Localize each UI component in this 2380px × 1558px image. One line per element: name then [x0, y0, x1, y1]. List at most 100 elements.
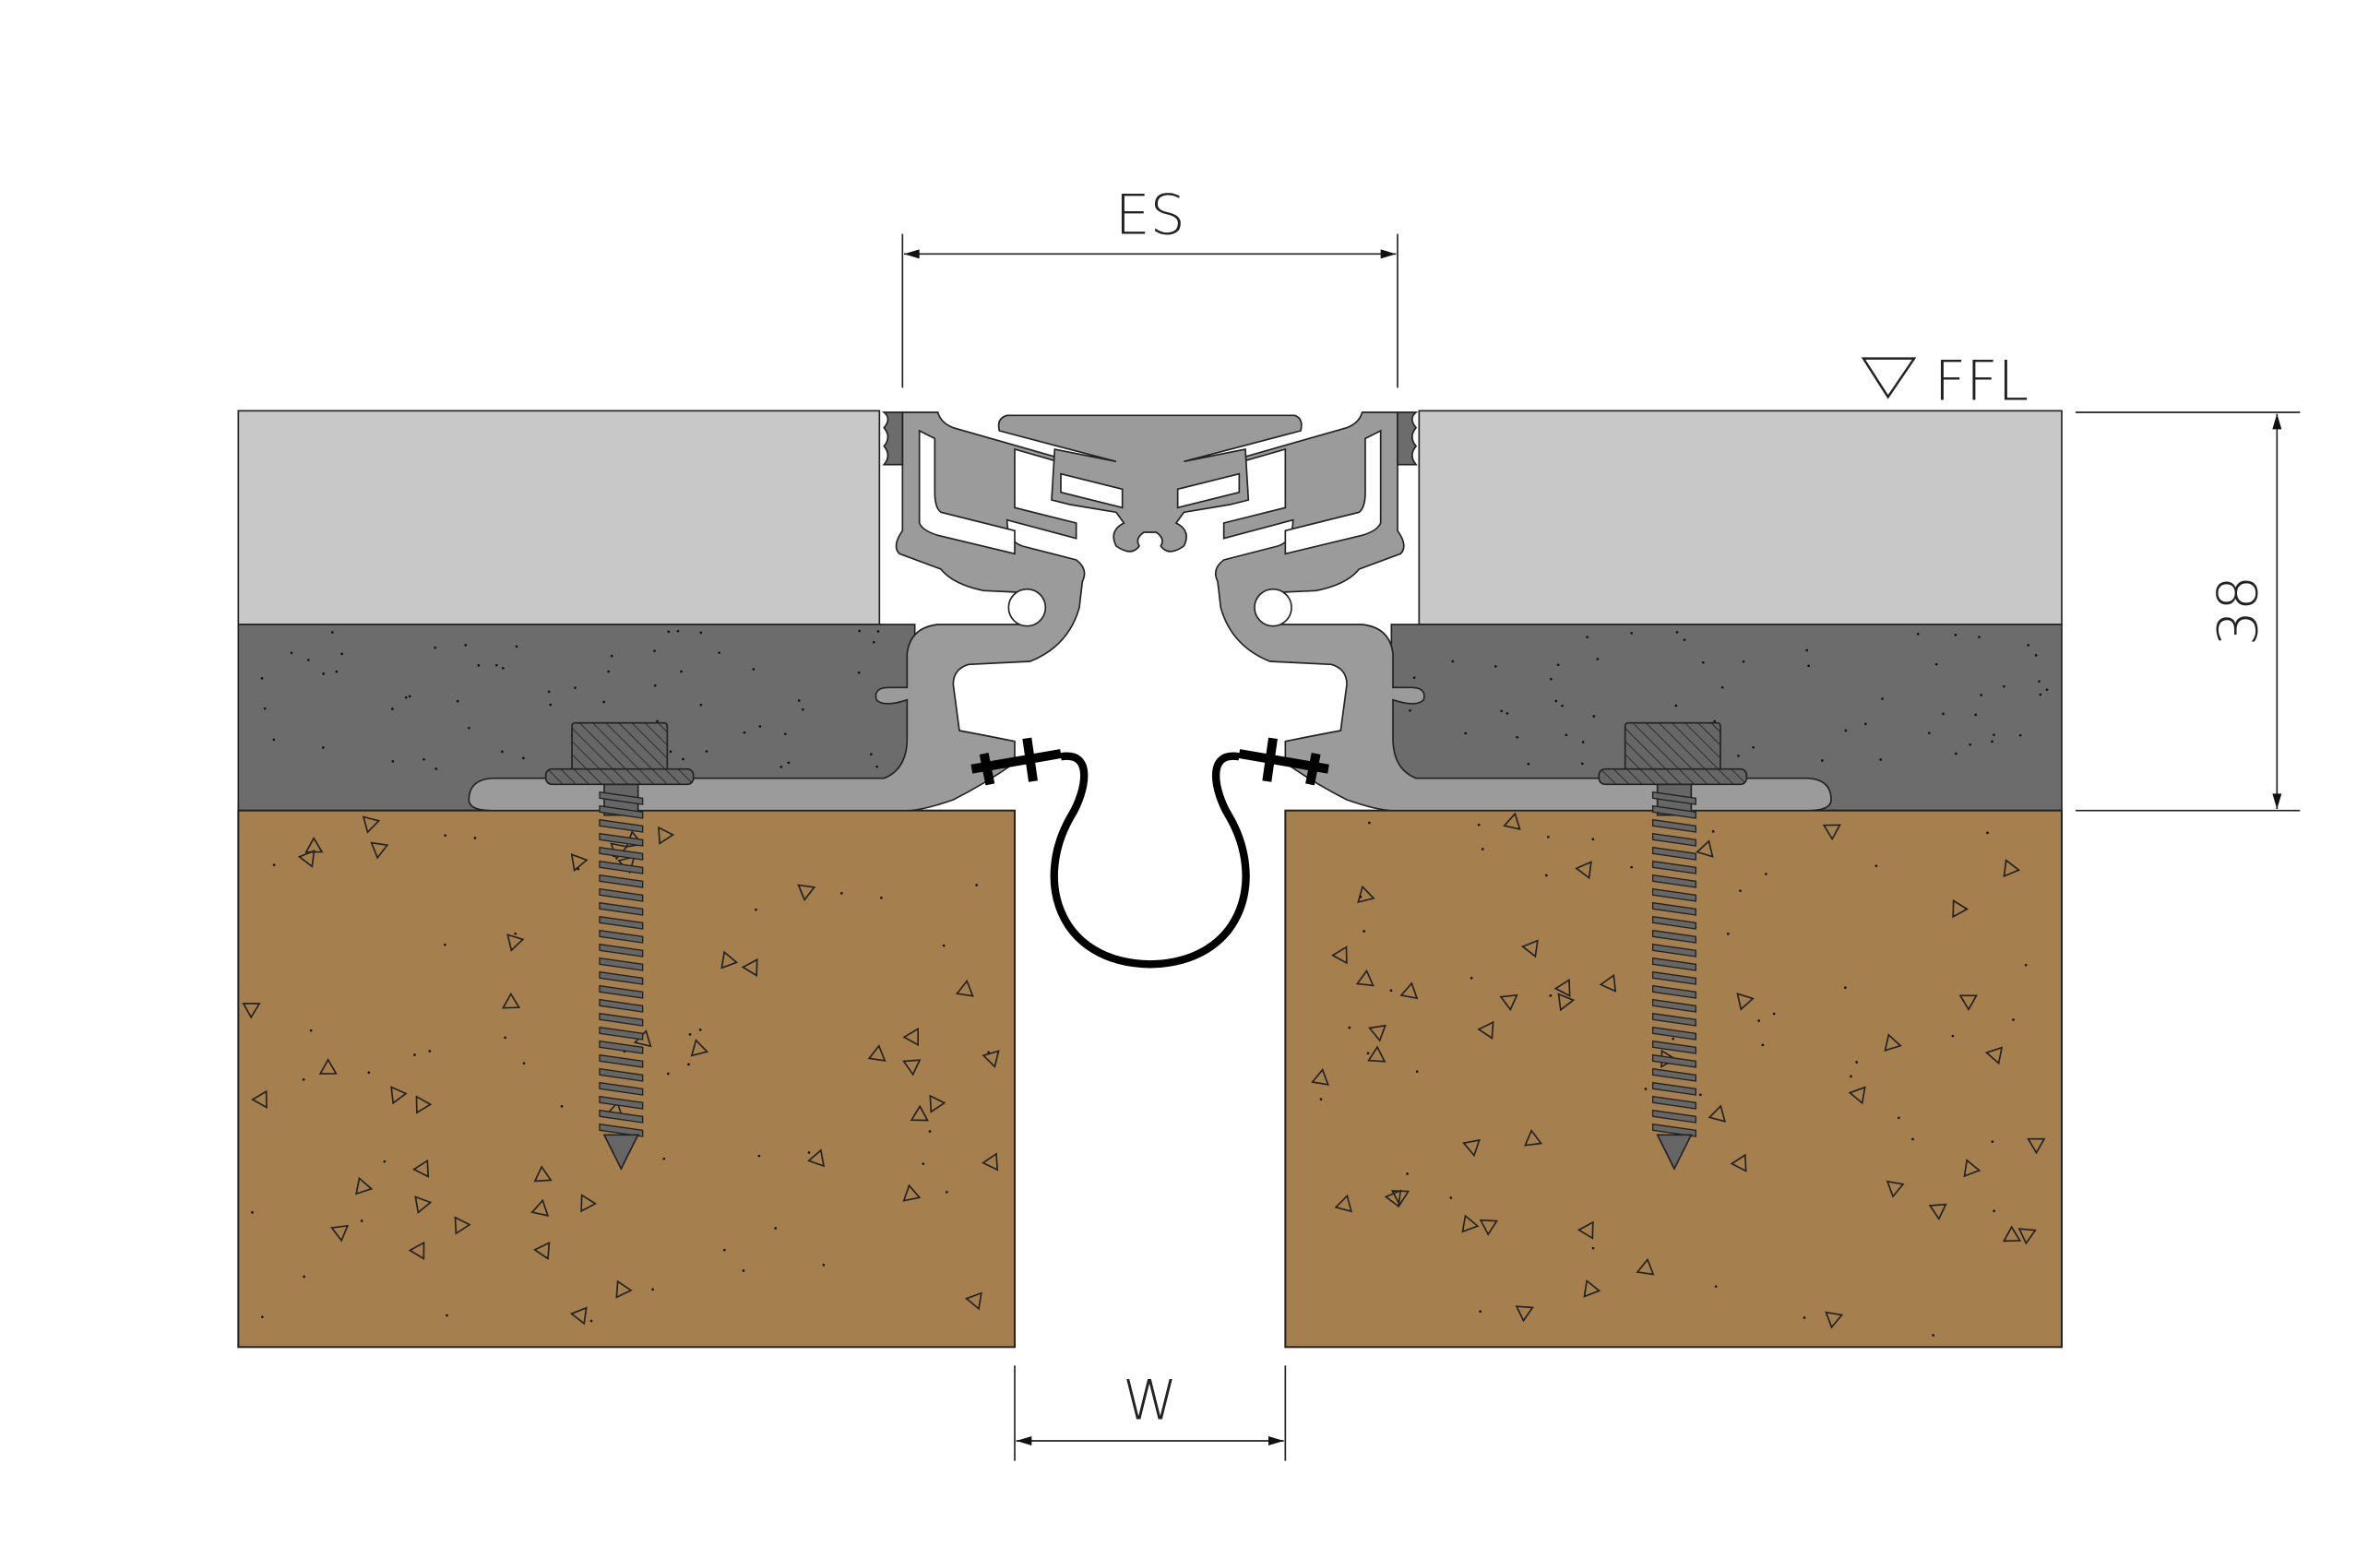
speckle-dot [1505, 712, 1509, 715]
speckle-dot [1630, 865, 1633, 869]
speckle-dot [1549, 994, 1553, 997]
speckle-dot [1494, 665, 1497, 668]
speckle-dot [1545, 874, 1548, 877]
speckle-dot [1500, 709, 1503, 713]
aggregate-mark [658, 826, 675, 845]
aggregate-mark [982, 1152, 999, 1171]
speckle-dot [1954, 634, 1958, 636]
dimension-height [2076, 411, 2301, 812]
aggregate-mark [1825, 1311, 1844, 1329]
speckle-dot [1409, 709, 1411, 712]
speckle-dot [434, 646, 437, 649]
speckle-dot [946, 1191, 948, 1194]
speckle-dot [2027, 644, 2029, 647]
aggregate-mark [1334, 1194, 1353, 1213]
speckle-dot [422, 757, 425, 761]
speckle-dot [758, 725, 762, 728]
speckle-dot [1911, 1137, 1914, 1141]
aggregate-mark [1479, 1219, 1498, 1236]
aggregate-mark [929, 1094, 946, 1113]
aggregate-mark [1553, 978, 1571, 998]
screw-thread [599, 804, 644, 819]
speckle-dot [870, 753, 873, 755]
screw-thread [599, 818, 644, 833]
speckle-dot [549, 703, 552, 707]
speckle-dot [515, 645, 518, 648]
speckle-dot [260, 677, 264, 680]
speckle-dot [444, 834, 447, 837]
speckle-dot [1720, 685, 1724, 689]
aggregate-mark [580, 1194, 597, 1213]
aggregate-mark [902, 1027, 920, 1047]
speckle-dot [1726, 933, 1730, 935]
aggregate-mark [1367, 1045, 1386, 1063]
speckle-dot [1864, 722, 1867, 726]
aggregate-mark [902, 1183, 922, 1202]
speckle-dot [1683, 638, 1686, 641]
aggregate-mark [1331, 946, 1348, 965]
aggregate-mark [454, 1216, 471, 1235]
speckle-dot [589, 1319, 593, 1323]
speckle-dot [522, 756, 525, 760]
aggregate-mark [1984, 1046, 2004, 1065]
speckle-dot [303, 1275, 305, 1279]
aggregate-mark [1583, 1279, 1601, 1298]
speckle-dot [1954, 752, 1958, 755]
speckle-dot [322, 672, 325, 675]
speckle-dot [1451, 660, 1455, 663]
speckle-dot [757, 1154, 761, 1158]
speckle-dot [723, 1248, 726, 1252]
ffl-level-marker-icon [1861, 357, 1917, 399]
aggregate-mark [2003, 859, 2021, 878]
aggregate-mark [910, 1104, 929, 1122]
speckle-dot [1591, 838, 1595, 841]
speckle-dot [1672, 1037, 1674, 1041]
speckle-dot [607, 670, 610, 673]
speckle-dot [602, 700, 605, 704]
aggregate-mark [362, 815, 381, 834]
speckle-dot [667, 1072, 670, 1076]
speckle-dot [473, 837, 477, 839]
speckle-dot [662, 1157, 666, 1160]
speckle-dot [408, 695, 411, 698]
screw-thread [599, 901, 644, 916]
aggregate-mark [2027, 1137, 2046, 1155]
aggregate-mark [1736, 993, 1755, 1011]
speckle-dot [514, 932, 518, 935]
aggregate-mark [1599, 973, 1617, 993]
speckle-dot [1742, 660, 1745, 663]
speckle-dot [669, 750, 672, 754]
speckle-dot [1482, 848, 1484, 850]
aggregate-mark [1636, 1257, 1655, 1276]
aggregate-mark [251, 1089, 268, 1109]
speckle-dot [822, 1264, 826, 1267]
aggregate-mark [1477, 1020, 1494, 1040]
speckle-dot [302, 1078, 305, 1081]
speckle-dot [360, 1219, 363, 1222]
aggregate-mark [1575, 861, 1592, 880]
speckle-dot [1934, 662, 1938, 666]
speckle-dot [797, 699, 801, 702]
speckle-dot [1874, 864, 1878, 867]
aggregate-mark [1515, 1305, 1534, 1323]
speckle-dot [1359, 896, 1363, 898]
screw-thread [599, 957, 644, 971]
speckle-dot [698, 1029, 702, 1031]
aggregate-mark [1963, 1159, 1981, 1178]
speckle-dot [522, 1062, 526, 1064]
speckle-dot [404, 696, 408, 699]
aggregate-mark [1848, 1086, 1866, 1105]
speckle-dot [547, 690, 551, 694]
aggregate-mark [1730, 1153, 1747, 1172]
speckle-dot [2045, 688, 2049, 691]
speckle-dot [1702, 660, 1705, 664]
substrate-right [1284, 809, 2063, 1349]
aggregate-mark [1368, 1024, 1386, 1042]
speckle-dot [1820, 759, 1824, 762]
aggregate-mark [1708, 1104, 1727, 1123]
floor-finish-right [1418, 410, 2063, 625]
speckle-dot [1554, 699, 1558, 703]
aggregate-mark [533, 1165, 553, 1183]
speckle-dot [391, 708, 394, 710]
speckle-dot [2003, 684, 2005, 688]
